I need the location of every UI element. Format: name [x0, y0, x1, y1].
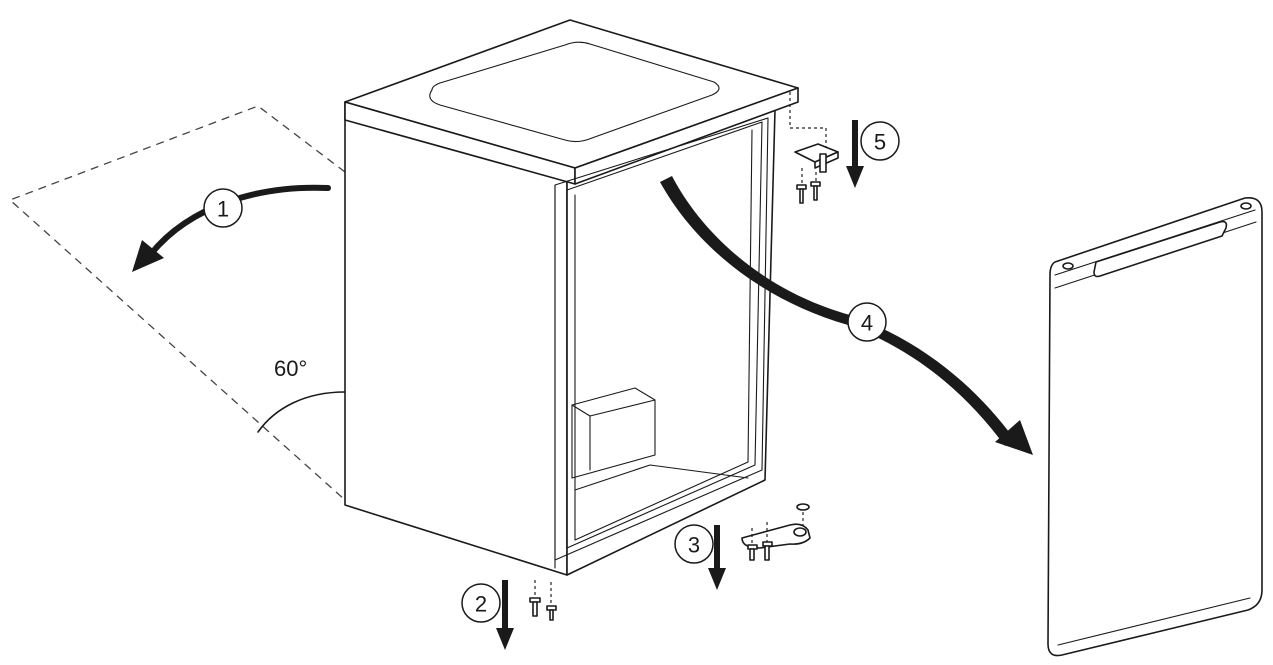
top-hinge	[789, 92, 839, 204]
step-badge-3: 3	[674, 524, 714, 564]
step-5-arrow	[846, 120, 864, 188]
step-badge-5: 5	[860, 121, 900, 161]
angle-label: 60°	[274, 356, 307, 381]
angle-arc	[257, 391, 346, 433]
step-number-5: 5	[874, 130, 886, 155]
step-badge-1: 1	[203, 188, 243, 228]
step-number-3: 3	[688, 533, 700, 558]
step-2-arrow	[496, 580, 514, 650]
step-number-2: 2	[475, 592, 487, 617]
step-number-4: 4	[861, 311, 873, 336]
bottom-hinge	[741, 503, 811, 561]
step-badge-4: 4	[847, 302, 887, 342]
step-number-1: 1	[217, 197, 229, 222]
appliance-cabinet	[344, 19, 799, 576]
door-swing-outline	[8, 105, 346, 501]
step-badge-2: 2	[461, 583, 501, 623]
step-2-screws	[529, 580, 557, 621]
removed-door	[1047, 196, 1263, 657]
step-4-arrow	[660, 176, 1033, 455]
step-3-arrow	[708, 525, 726, 590]
